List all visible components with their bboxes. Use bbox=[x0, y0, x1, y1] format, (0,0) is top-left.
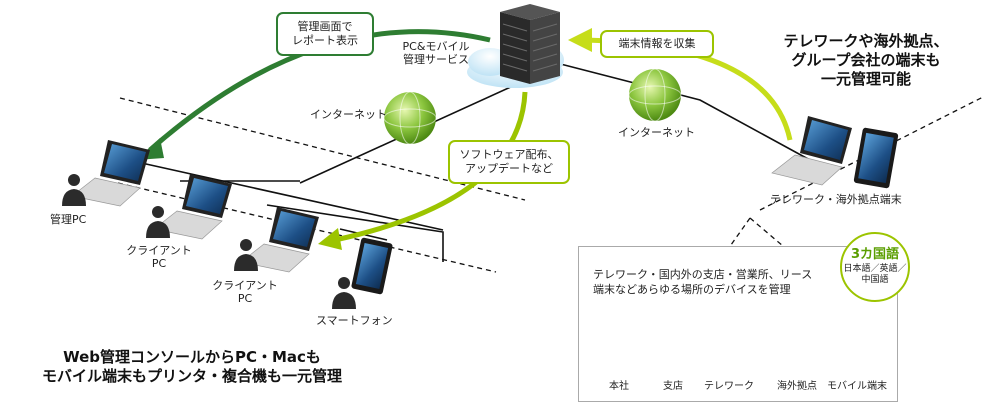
client-pc-2-label: クライアント PC bbox=[210, 279, 280, 305]
remote-device-label: テレワーク・海外拠点端末 bbox=[770, 193, 902, 206]
internet-orb-left-icon bbox=[383, 91, 437, 145]
location-label-headquarters: 本社 bbox=[609, 381, 629, 392]
headline-right-line2: グループ会社の端末も bbox=[791, 51, 941, 69]
client-laptop-1-icon bbox=[153, 174, 232, 240]
server-label-line1: PC&モバイル bbox=[402, 40, 470, 53]
smartphone-label: スマートフォン bbox=[316, 314, 393, 327]
panel-text-line1: テレワーク・国内外の支店・営業所、リース bbox=[593, 268, 813, 281]
headline-bottom-line1: Web管理コンソールからPC・Macも bbox=[63, 348, 321, 366]
smartphone-tablet-icon bbox=[351, 237, 393, 295]
smartphone-person-icon bbox=[332, 277, 356, 309]
client-person-2-icon bbox=[234, 239, 258, 271]
language-badge-line1: 日本語／英語／ bbox=[843, 264, 907, 274]
headline-right-line1: テレワークや海外拠点、 bbox=[783, 32, 949, 50]
headline-right-line3: 一元管理可能 bbox=[820, 70, 911, 88]
client-pc-2-label-line1: クライアント bbox=[212, 279, 278, 292]
report-callout: 管理画面で レポート表示 bbox=[276, 12, 374, 56]
internet-left-label: インターネット bbox=[310, 108, 387, 121]
server-label-line2: 管理サービス bbox=[403, 53, 469, 66]
admin-person-icon bbox=[62, 174, 86, 206]
client-pc-1-label-line1: クライアント bbox=[126, 244, 192, 257]
language-badge-title: 3カ国語 bbox=[850, 247, 900, 262]
server-icon bbox=[500, 4, 560, 84]
headline-bottom: Web管理コンソールからPC・Macも モバイル端末もプリンタ・複合機も一元管理 bbox=[12, 348, 372, 386]
client-pc-1-label: クライアント PC bbox=[124, 244, 194, 270]
report-callout-line1: 管理画面で bbox=[297, 20, 353, 33]
headline-bottom-line2: モバイル端末もプリンタ・複合機も一元管理 bbox=[41, 367, 342, 385]
software-callout-line1: ソフトウェア配布、 bbox=[459, 148, 559, 161]
language-badge-line2: 中国語 bbox=[861, 275, 889, 285]
remote-tablet-icon bbox=[853, 127, 899, 189]
software-callout-line2: アップデートなど bbox=[465, 162, 553, 175]
location-label-branch: 支店 bbox=[663, 381, 683, 392]
location-label-overseas: 海外拠点 bbox=[777, 381, 817, 392]
remote-laptop-icon bbox=[771, 116, 852, 186]
location-label-telework: テレワーク bbox=[704, 381, 754, 392]
internet-right-label: インターネット bbox=[618, 126, 695, 139]
client-person-1-icon bbox=[146, 206, 170, 238]
client-laptop-2-icon bbox=[240, 207, 319, 273]
internet-orb-right-icon bbox=[628, 68, 682, 122]
admin-pc-label: 管理PC bbox=[50, 213, 87, 226]
collect-callout-line1: 端末情報を収集 bbox=[618, 37, 696, 50]
language-badge: 3カ国語 日本語／英語／ 中国語 bbox=[840, 232, 910, 302]
collect-callout: 端末情報を収集 bbox=[600, 30, 714, 58]
software-callout: ソフトウェア配布、 アップデートなど bbox=[448, 140, 570, 184]
report-callout-line2: レポート表示 bbox=[292, 34, 358, 47]
headline-right: テレワークや海外拠点、 グループ会社の端末も 一元管理可能 bbox=[756, 32, 976, 89]
panel-text-line2: 端末などあらゆる場所のデバイスを管理 bbox=[593, 283, 791, 296]
server-label: PC&モバイル 管理サービス bbox=[391, 40, 481, 66]
client-pc-2-label-line2: PC bbox=[237, 292, 253, 305]
client-pc-1-label-line2: PC bbox=[151, 257, 167, 270]
location-label-mobile: モバイル端末 bbox=[827, 381, 887, 392]
panel-text: テレワーク・国内外の支店・営業所、リース 端末などあらゆる場所のデバイスを管理 bbox=[593, 267, 812, 297]
admin-laptop-icon bbox=[71, 140, 150, 207]
